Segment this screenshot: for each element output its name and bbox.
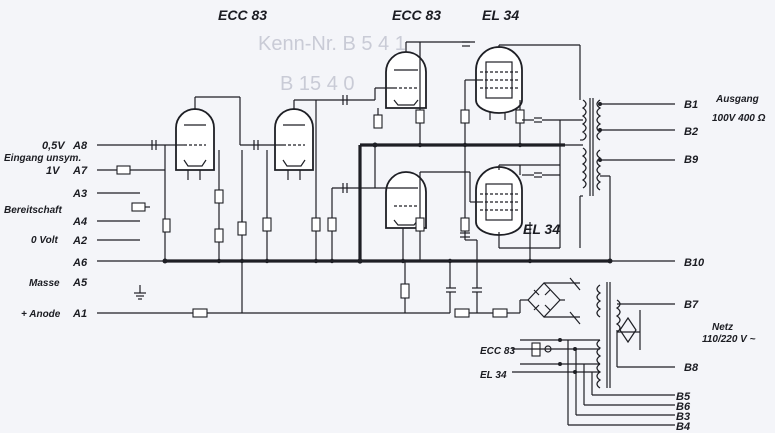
terminal-a3: A3: [72, 188, 87, 200]
mains-label: Netz: [712, 322, 733, 333]
input-unsym-label: Eingang unsym.: [4, 153, 81, 164]
terminal-b10: B10: [684, 257, 705, 269]
output-transformer: [559, 98, 675, 261]
output-label: Ausgang: [715, 94, 759, 105]
tube-label-top-middle: ECC 83: [392, 7, 441, 23]
terminal-a2: A2: [72, 235, 87, 247]
tube-label-top-right: EL 34: [482, 7, 519, 23]
anode-label: + Anode: [21, 309, 61, 320]
tube-ecc83-stage2: [260, 99, 375, 261]
standby-label: Bereitschaft: [4, 205, 62, 216]
tube-label-lower-right: EL 34: [523, 221, 560, 237]
input-level-1-label: 0,5V: [42, 140, 66, 152]
terminal-b7: B7: [684, 299, 699, 311]
terminal-a7: A7: [72, 165, 88, 177]
background-print: Kenn-Nr. B 5 4 1 B 15 4 0: [258, 33, 406, 95]
terminal-b9: B9: [684, 154, 699, 166]
terminal-b2: B2: [684, 126, 698, 138]
power-supply: [400, 239, 675, 426]
terminal-a5: A5: [72, 277, 88, 289]
tube-el34-upper: [460, 44, 581, 145]
terminal-a6: A6: [72, 257, 88, 269]
terminal-b4: B4: [676, 421, 690, 433]
terminal-b5: B5: [676, 391, 691, 403]
heater-ecc-label: ECC 83: [480, 346, 515, 357]
terminal-b6: B6: [676, 401, 691, 413]
tube-ecc83-stage1: [162, 96, 260, 261]
zero-volt-label: 0 Volt: [31, 235, 59, 246]
ground-label: Masse: [29, 278, 60, 289]
terminal-a1: A1: [72, 308, 87, 320]
terminal-a4: A4: [72, 216, 87, 228]
background-print-line-2: B 15 4 0: [280, 73, 355, 95]
output-spec-label: 100V 400 Ω: [712, 113, 766, 124]
tube-el34-lower: [460, 145, 560, 261]
input-level-2-label: 1V: [46, 165, 61, 177]
tube-ecc83-splitter-lower: [374, 145, 470, 261]
mains-voltage-label: 110/220 V ~: [702, 334, 756, 345]
terminal-b8: B8: [684, 362, 699, 374]
tube-label-top-left: ECC 83: [218, 7, 267, 23]
terminal-b1: B1: [684, 99, 698, 111]
tube-ecc83-splitter-upper: [373, 41, 475, 145]
background-print-line-1: Kenn-Nr. B 5 4 1: [258, 33, 406, 55]
terminal-a8: A8: [72, 140, 88, 152]
left-terminal-wires: [97, 144, 450, 318]
heater-el-label: EL 34: [480, 370, 507, 381]
terminal-b3: B3: [676, 411, 690, 423]
